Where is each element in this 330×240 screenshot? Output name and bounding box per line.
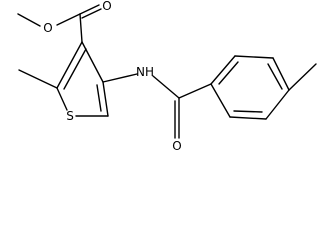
bond-carbonyl-o-double-1 [79, 4, 100, 15]
bond-c2-s [56, 87, 68, 111]
ring-sulfur-label: S [66, 109, 74, 123]
bond-ar-6 [210, 83, 231, 118]
amide-group [102, 73, 212, 139]
bond-carbonyl-ring [79, 13, 83, 43]
bond-c2-methyl [18, 69, 58, 89]
bond-ar-methyl [288, 63, 317, 91]
bond-carbonyl-aryl [178, 83, 212, 99]
bond-n-carbonyl [152, 75, 180, 99]
bond-ar-1 [210, 55, 236, 85]
ester-ether-oxygen-label: O [43, 21, 52, 35]
bond-methyl-o [17, 13, 41, 27]
bond-c4-n [102, 73, 138, 83]
amide-carbonyl-oxygen-label: O [172, 139, 181, 153]
bond-c5-c4 [102, 81, 109, 117]
bond-ar-3 [272, 57, 290, 91]
amide-nitrogen-label: NH [136, 65, 154, 79]
bond-c3-c2-inner [63, 48, 87, 90]
thiophene-ring [18, 41, 109, 117]
atom-labels: O O S NH O [43, 0, 181, 153]
bond-ar-inner-1 [218, 61, 239, 85]
bond-o-carbonyl [56, 13, 81, 26]
ester-carbonyl-oxygen-label: O [102, 0, 111, 13]
bond-ar-5 [229, 116, 267, 120]
bond-ar-2 [234, 55, 274, 59]
bond-carbonyl-o-double-2 [81, 8, 102, 19]
bond-c3-c2 [56, 41, 83, 89]
bond-c5-c4-inner [96, 84, 102, 112]
ester-group [17, 4, 102, 43]
bond-ar-inner-2 [267, 63, 283, 90]
bond-ar-inner-3 [233, 110, 263, 113]
chemical-structure: O O S NH O [17, 0, 317, 153]
bond-c4-c3 [81, 41, 104, 83]
bond-ar-4 [265, 89, 290, 120]
tolyl-ring [210, 55, 317, 120]
